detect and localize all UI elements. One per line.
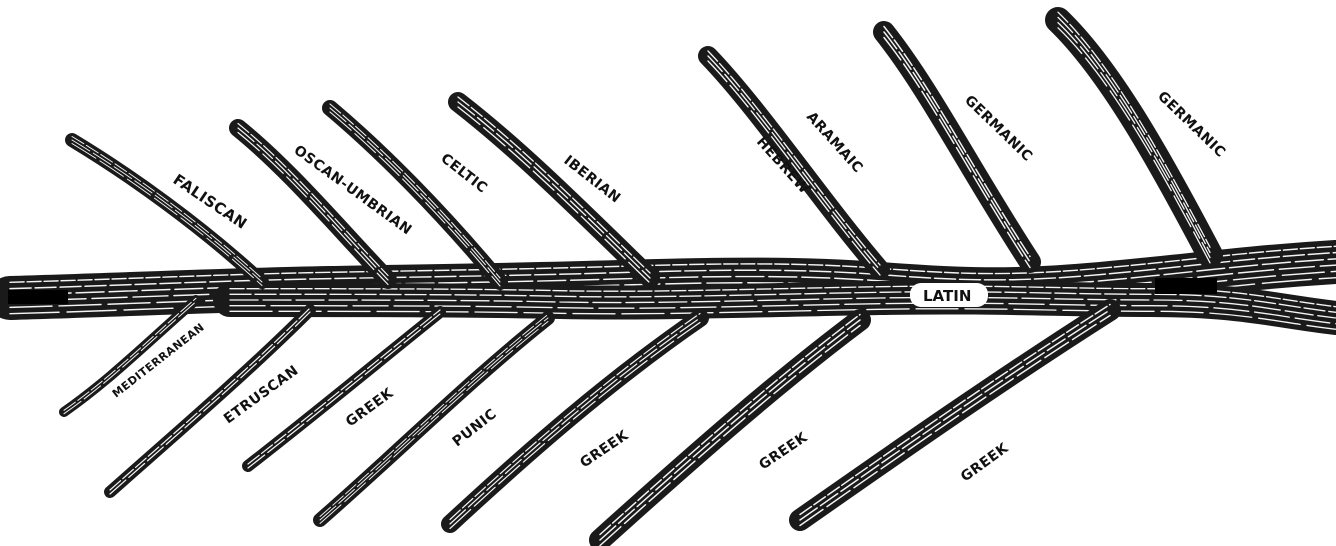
label-latin: LATIN [923,287,971,305]
streams-layer [8,12,1336,545]
label-greek-4: GREEK [958,440,1012,486]
main-stream-lower-flow-line [230,309,1336,330]
label-greek-3: GREEK [756,429,811,473]
label-punic: PUNIC [450,406,500,450]
label-celtic: CELTIC [438,151,491,197]
label-faliscan: FALISCAN [170,170,251,233]
label-etruscan: ETRUSCAN [221,362,302,427]
trunk-start-block [8,290,68,304]
trunk-arrow-block [1155,278,1217,294]
label-greek-2: GREEK [577,427,632,471]
label-aramaic: ARAMAIC [803,109,866,176]
